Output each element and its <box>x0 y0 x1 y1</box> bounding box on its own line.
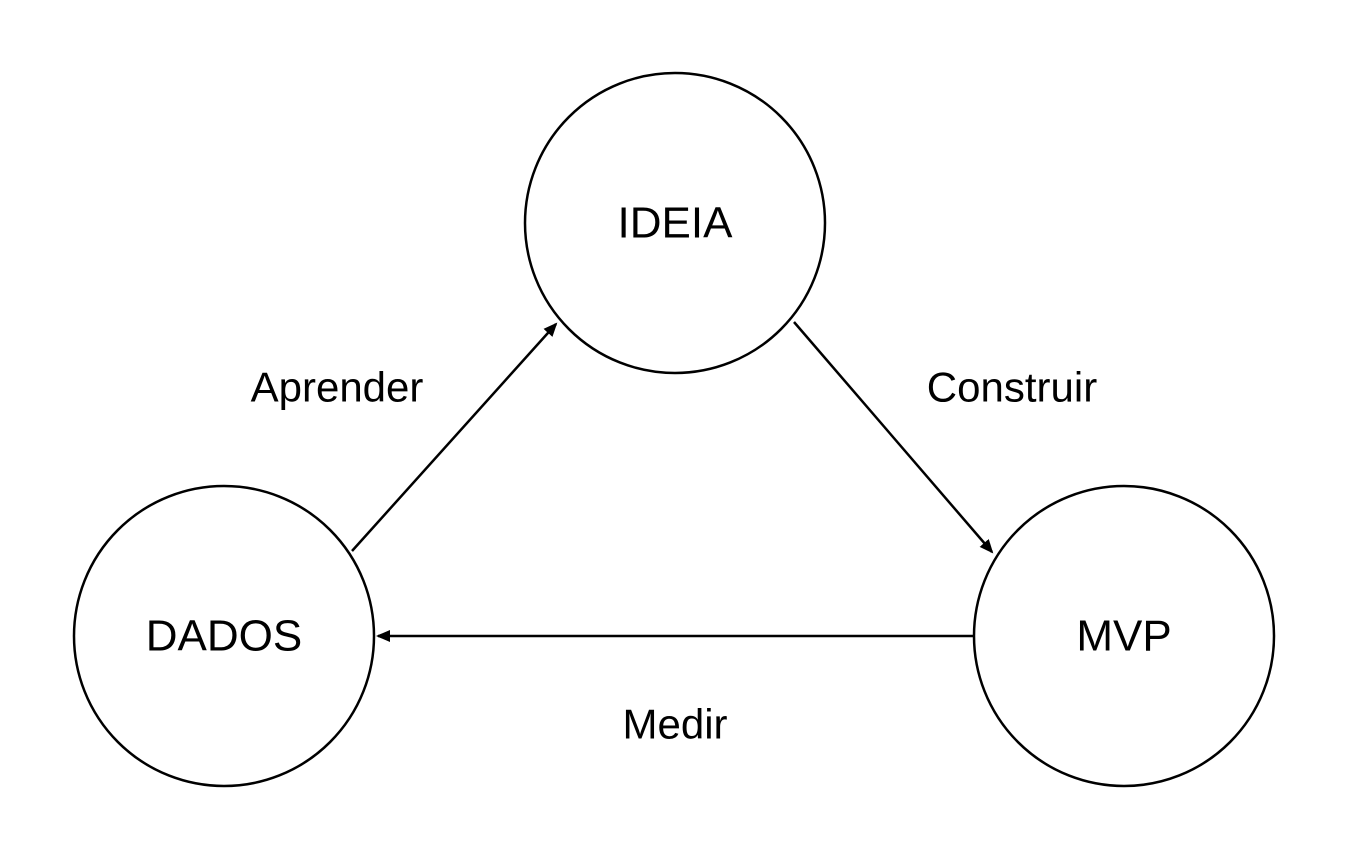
edge-construir-label: Construir <box>927 364 1097 411</box>
node-ideia-circle <box>523 71 827 375</box>
edge-construir-arrow <box>793 321 994 554</box>
node-mvp-circle <box>972 484 1276 788</box>
node-mvp-label: MVP <box>1076 612 1171 661</box>
node-dados-circle <box>72 484 376 788</box>
node-dados: DADOS <box>72 484 376 788</box>
node-mvp: MVP <box>972 484 1276 788</box>
edge-medir-label: Medir <box>622 701 727 748</box>
node-dados-label: DADOS <box>146 612 302 661</box>
edge-aprender-label: Aprender <box>251 364 424 411</box>
node-ideia: IDEIA <box>523 71 827 375</box>
node-ideia-label: IDEIA <box>618 199 734 248</box>
edge-aprender-arrow <box>351 322 558 552</box>
